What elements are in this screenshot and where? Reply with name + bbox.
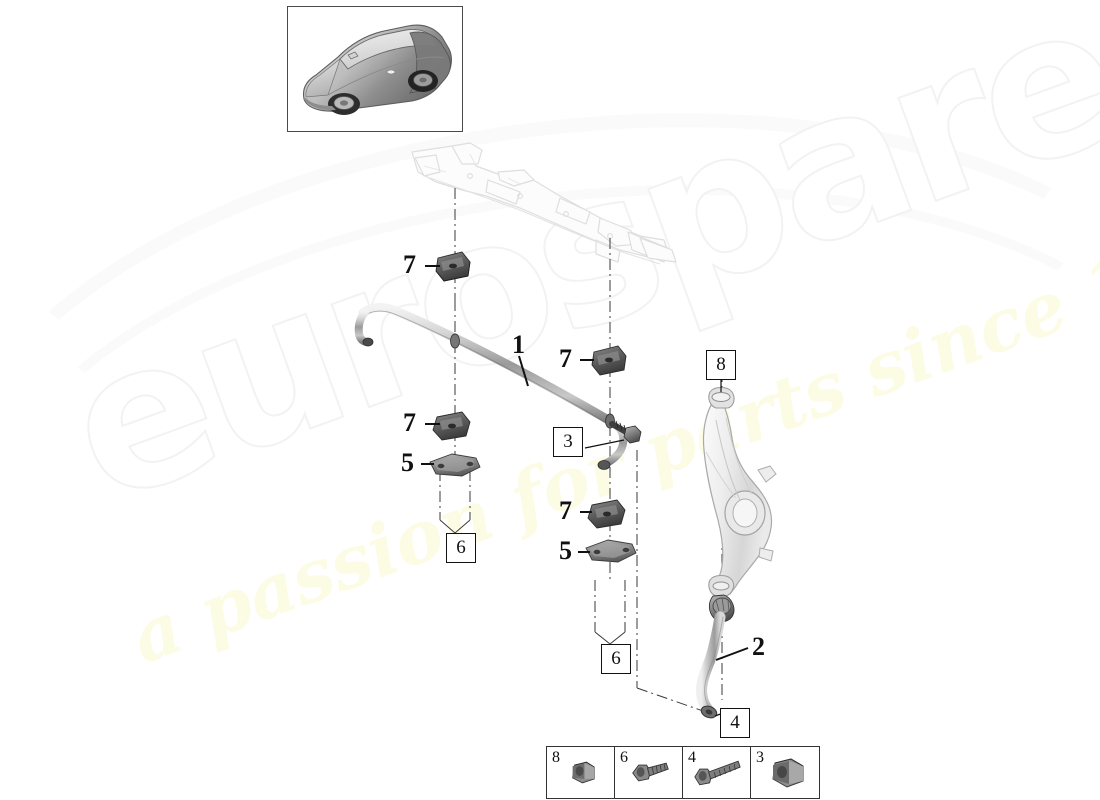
- vehicle-thumbnail-image: [292, 11, 458, 127]
- legend-number-4: 4: [688, 749, 696, 766]
- rear-subframe-outline: [411, 142, 677, 265]
- nut-icon: [572, 761, 595, 784]
- nut-bar-end: [623, 425, 642, 444]
- short-bolt-icon: [632, 762, 669, 782]
- bushing-upper-right: [591, 345, 627, 376]
- callout-5-clamp-left: 5: [401, 448, 414, 477]
- callout-7-upper-right: 7: [559, 344, 572, 373]
- callout-leader-lines: [421, 265, 749, 661]
- wheel-carrier: [702, 386, 777, 597]
- bushing-clamp-left: [429, 453, 481, 477]
- drop-link: [696, 594, 735, 719]
- bushing-upper-left: [435, 251, 471, 282]
- callout-7-lower-right: 7: [559, 496, 572, 525]
- stabilizer-bar: [354, 303, 631, 470]
- legend-number-8: 8: [552, 749, 560, 766]
- legend-number-3: 3: [756, 749, 764, 766]
- boxed-callout-6-bolt-right: 6: [601, 644, 631, 674]
- callout-2-drop-link: 2: [752, 632, 765, 661]
- legend-item-6: 6: [615, 747, 683, 798]
- bushing-clamp-right: [585, 539, 637, 563]
- boxed-callout-6-bolt-left: 6: [446, 533, 476, 563]
- car-silhouette-icon: [302, 24, 452, 115]
- boxed-callout-4-bolt: 4: [720, 708, 750, 738]
- rear-wheel-icon: [408, 70, 438, 92]
- bushing-lower-left: [432, 411, 471, 441]
- callout-5-clamp-right: 5: [559, 536, 572, 565]
- legend-number-6: 6: [620, 749, 628, 766]
- callout-7-upper-left: 7: [403, 250, 416, 279]
- bushing-lower-right: [587, 499, 626, 529]
- callout-1-stabilizer-bar: 1: [512, 330, 525, 359]
- boxed-callout-3-nut: 3: [553, 427, 583, 457]
- front-wheel-icon: [328, 93, 360, 115]
- fastener-legend: 8 6 4: [546, 746, 820, 799]
- legend-item-4: 4: [683, 747, 751, 798]
- boxed-callout-8-nut: 8: [706, 350, 736, 380]
- legend-item-8: 8: [547, 747, 615, 798]
- legend-item-3: 3: [751, 747, 819, 798]
- large-nut-icon: [772, 758, 804, 788]
- long-bolt-icon: [694, 760, 741, 786]
- vehicle-thumbnail: [287, 6, 463, 132]
- callout-7-lower-left: 7: [403, 408, 416, 437]
